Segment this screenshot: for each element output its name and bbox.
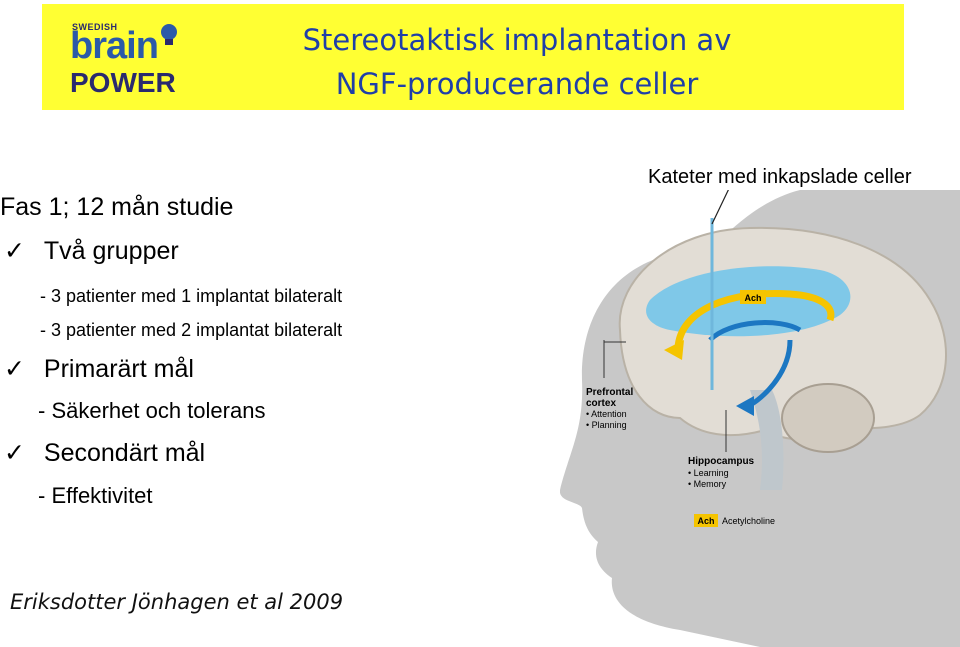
hippocampus-label: Hippocampus bbox=[688, 456, 755, 467]
bullet-primary-goal-text: Primarärt mål bbox=[43, 355, 194, 383]
ach-tag-box bbox=[740, 290, 766, 304]
arrowhead-icon bbox=[664, 340, 684, 360]
logo-text-swedish: SWEDISH bbox=[72, 22, 118, 32]
checkmark-icon: ✓ bbox=[4, 236, 25, 265]
prefrontal-item-attention: • Attention bbox=[586, 409, 627, 419]
checkmark-icon: ✓ bbox=[4, 438, 25, 467]
hippocampus-item-memory: • Memory bbox=[688, 479, 727, 489]
sub-bullet-group-2: - 3 patienter med 2 implantat bilateralt bbox=[40, 320, 343, 340]
brainstem bbox=[750, 390, 784, 490]
acetylcholine-pathway-upper bbox=[674, 290, 835, 349]
arrowhead-icon bbox=[736, 396, 754, 416]
callout-line bbox=[711, 190, 729, 225]
pathway-inner bbox=[708, 320, 802, 342]
bullet-secondary-goal-text: Secondärt mål bbox=[43, 439, 206, 467]
legend-ach-tag: Ach bbox=[697, 516, 714, 526]
title-banner: SWEDISH brain POWER Stereotaktisk implan… bbox=[42, 4, 904, 110]
catheter-callout-label: Kateter med inkapslade celler bbox=[648, 166, 912, 188]
citation: Eriksdotter Jönhagen et al 2009 bbox=[10, 590, 344, 614]
logo-text-brain: brain bbox=[70, 25, 159, 67]
legend-acetylcholine-text: Acetylcholine bbox=[722, 516, 775, 526]
prefrontal-label-line-2: cortex bbox=[586, 398, 616, 409]
slide-title-line-1: Stereotaktisk implantation av bbox=[302, 23, 732, 57]
slide-title: Stereotaktisk implantation av NGF-produc… bbox=[192, 18, 842, 106]
bullet-two-groups-text: Två grupper bbox=[43, 237, 179, 265]
slide-title-line-2: NGF-producerande celler bbox=[335, 67, 699, 101]
ach-tag-text: Ach bbox=[744, 293, 761, 303]
bullet-two-groups: ✓ Två grupper bbox=[4, 236, 179, 266]
hippocampus-item-learning: • Learning bbox=[688, 468, 729, 478]
sub-bullet-safety: - Säkerhet och tolerans bbox=[38, 398, 266, 423]
phase-heading: Fas 1; 12 mån studie bbox=[0, 193, 234, 221]
legend-ach-box bbox=[694, 514, 718, 527]
logo-text-power: POWER bbox=[70, 67, 176, 98]
lightbulb-icon bbox=[161, 24, 177, 45]
swedish-brain-power-logo: SWEDISH brain POWER bbox=[70, 18, 186, 100]
sub-bullet-group-1: - 3 patienter med 1 implantat bilateralt bbox=[40, 286, 343, 306]
checkmark-icon: ✓ bbox=[4, 354, 25, 383]
sub-bullet-efficacy: - Effektivitet bbox=[38, 483, 153, 508]
prefrontal-item-planning: • Planning bbox=[586, 420, 627, 430]
bullet-primary-goal: ✓ Primarärt mål bbox=[4, 354, 194, 384]
cerebellum bbox=[781, 383, 875, 453]
brain-cross-section-illustration: Ach Prefrontal cortex • Attention • Plan… bbox=[560, 190, 960, 647]
bullet-secondary-goal: ✓ Secondärt mål bbox=[4, 438, 205, 468]
prefrontal-label-line-1: Prefrontal bbox=[586, 387, 633, 398]
